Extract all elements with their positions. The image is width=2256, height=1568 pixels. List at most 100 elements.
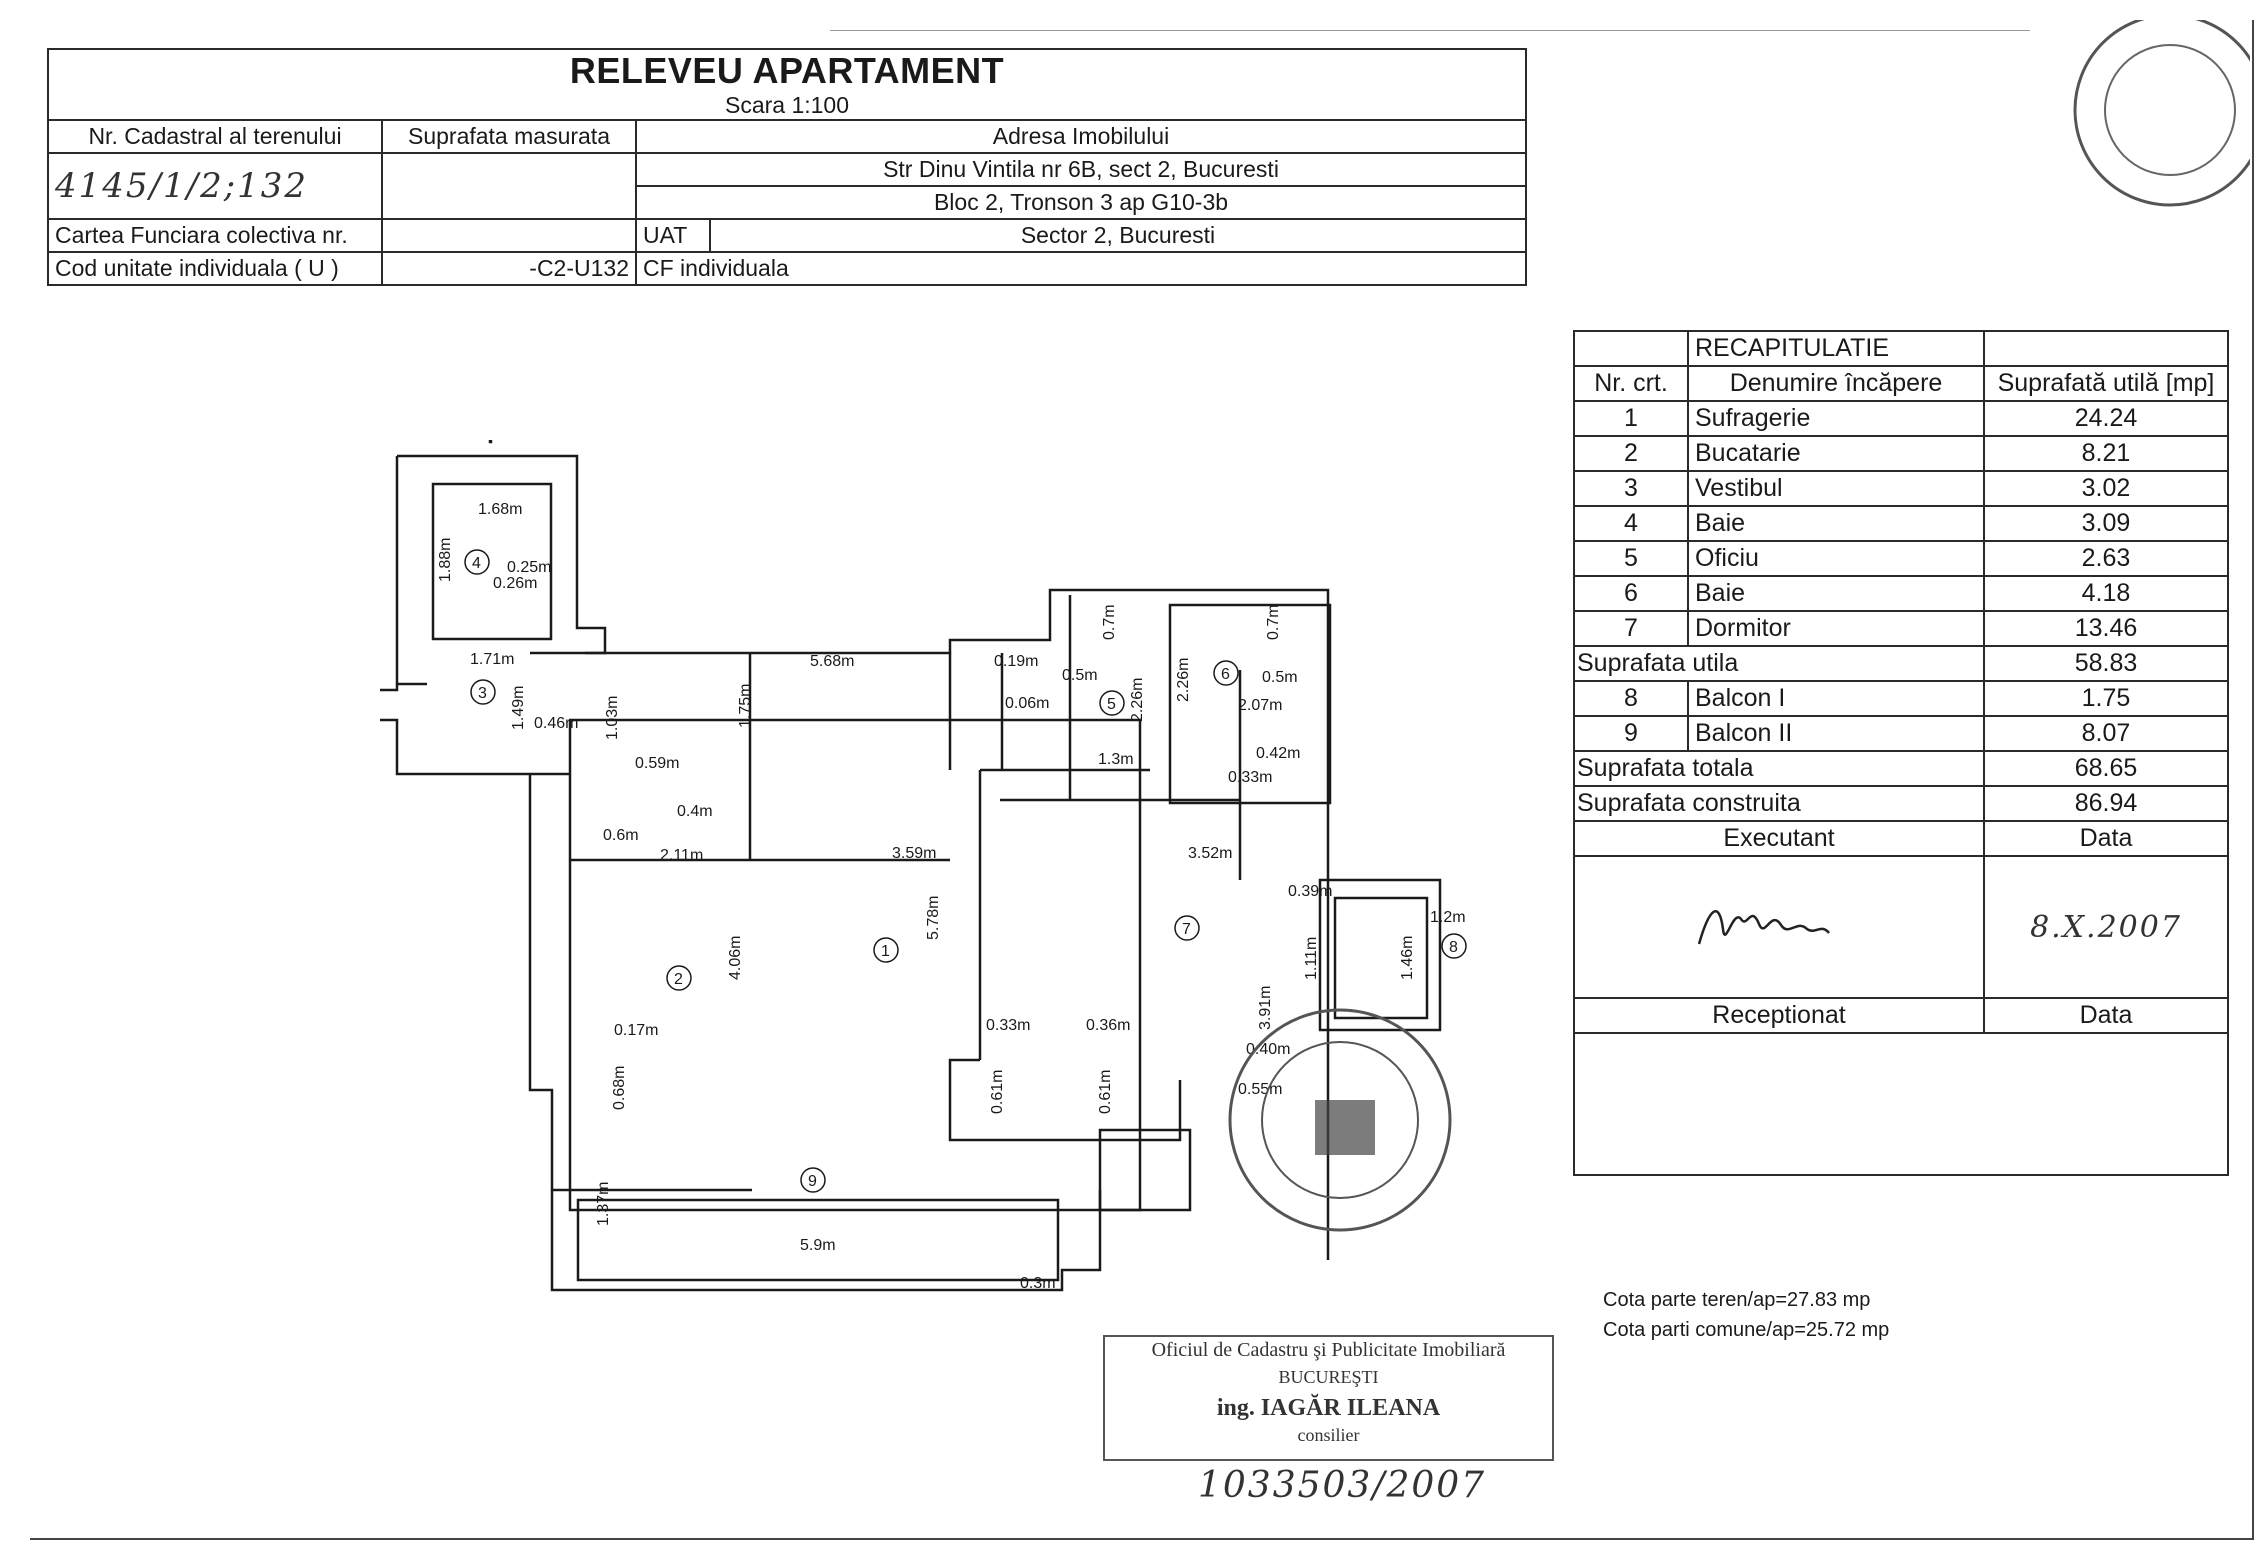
room-area: 24.24 (1983, 400, 2229, 437)
dim-label: 5.78m (925, 896, 942, 940)
room-num-4: 4 (472, 555, 481, 572)
cf-value (381, 218, 637, 253)
room-name: Balcon II (1687, 715, 1985, 752)
room-area: 8.21 (1983, 435, 2229, 472)
data-label-2: Data (1983, 997, 2229, 1034)
receptionat-label: Receptionat (1573, 997, 1985, 1034)
dim-label: 0.3m (1020, 1275, 1056, 1292)
dim-label: 1.46m (1399, 936, 1416, 980)
room-num-5: 5 (1107, 696, 1116, 713)
scale-label: Scara 1:100 (47, 92, 1527, 121)
col-name-header: Denumire încăpere (1687, 365, 1985, 402)
surface-value (381, 152, 637, 220)
dim-label: 1.68m (478, 501, 522, 518)
room-name: Dormitor (1687, 610, 1985, 647)
dim-label: 0.68m (611, 1066, 628, 1110)
uat-label: UAT (635, 218, 711, 253)
room-nr: 2 (1573, 435, 1689, 472)
dim-label: 1.2m (1430, 909, 1466, 926)
dim-label: 4.06m (727, 936, 744, 980)
agency-seal-icon (1228, 1008, 1452, 1232)
cod-label: Cod unitate individuala ( U ) (47, 251, 383, 286)
notary-seal-icon (2073, 20, 2250, 207)
dim-label: 3.52m (1188, 845, 1232, 862)
room-name: Baie (1687, 505, 1985, 542)
dim-label: 3.91m (1257, 986, 1274, 1030)
address-label: Adresa Imobilului (635, 119, 1527, 154)
dim-label: 0.5m (1062, 667, 1098, 684)
frame-top-border (830, 30, 2030, 31)
frame-right-border (2252, 20, 2254, 1540)
room-marker-5 (1099, 690, 1125, 716)
dim-label: 1.3m (1098, 751, 1134, 768)
note-teren: Cota parte teren/ap=27.83 mp (1603, 1289, 1871, 1311)
office-stamp: Oficiul de Cadastru şi Publicitate Imobi… (1103, 1335, 1554, 1461)
dimension-labels: 1.68m 1.88m 0.25m 0.26m 1.71m 1.49m 0.46… (437, 501, 1466, 1292)
useful-value: 58.83 (1983, 645, 2229, 682)
dim-label: 0.7m (1265, 604, 1282, 640)
room-num-1: 1 (881, 943, 890, 960)
room-marker-1 (873, 937, 899, 963)
room-name: Balcon I (1687, 680, 1985, 717)
cod-value: -C2-U132 (381, 251, 637, 286)
address-line1: Str Dinu Vintila nr 6B, sect 2, Bucurest… (635, 152, 1527, 187)
recap-table: RECAPITULATIE Nr. crt. Denumire încăpere… (1573, 330, 2229, 1176)
dim-label: 0.25m (507, 559, 551, 576)
data-label: Data (1983, 820, 2229, 857)
dim-label: 0.46m (534, 715, 578, 732)
room-marker-7 (1174, 915, 1200, 941)
useful-label: Suprafata utila (1573, 645, 1985, 682)
stamp-line3: ing. IAGĂR ILEANA (1216, 1395, 1441, 1421)
note-comune: Cota parti comune/ap=25.72 mp (1603, 1319, 1890, 1341)
room-name: Vestibul (1687, 470, 1985, 507)
room-nr: 3 (1573, 470, 1689, 507)
executant-signature (1573, 855, 1985, 999)
dim-label: 1.11m (1303, 937, 1320, 980)
room-marker-6 (1213, 660, 1239, 686)
dim-label: 0.33m (1228, 769, 1272, 786)
room-nr: 5 (1573, 540, 1689, 577)
address-line2: Bloc 2, Tronson 3 ap G10-3b (635, 185, 1527, 220)
executant-label: Executant (1573, 820, 1985, 857)
dim-label: 0.36m (1086, 1017, 1130, 1034)
dim-label: 0.39m (1288, 883, 1332, 900)
room-nr: 7 (1573, 610, 1689, 647)
signature-icon (1697, 909, 1830, 944)
room-marker-2 (666, 965, 692, 991)
dim-label: 0.40m (1246, 1041, 1290, 1058)
room-name: Sufragerie (1687, 400, 1985, 437)
recap-corner (1573, 330, 1689, 367)
room-num-7: 7 (1182, 921, 1191, 938)
room-num-9: 9 (808, 1173, 817, 1190)
receptionat-blank (1573, 1032, 2229, 1176)
room-area: 4.18 (1983, 575, 2229, 612)
dim-label: 0.42m (1256, 745, 1300, 762)
dim-label: 5.9m (800, 1237, 836, 1254)
total-value: 68.65 (1983, 750, 2229, 787)
cf-label: Cartea Funciara colectiva nr. (47, 218, 383, 253)
executant-date: 8.X.2007 (1983, 855, 2229, 999)
dim-label: 2.26m (1129, 678, 1146, 722)
col-nr-header: Nr. crt. (1573, 365, 1689, 402)
dim-label: 1.88m (437, 538, 454, 582)
room-nr: 1 (1573, 400, 1689, 437)
dim-label: 0.4m (677, 803, 713, 820)
room-marker-4 (464, 549, 490, 575)
cf-individual-label: CF individuala (635, 251, 1527, 286)
room-num-8: 8 (1449, 939, 1458, 956)
room-nr: 8 (1573, 680, 1689, 717)
dim-label: 0.6m (603, 827, 639, 844)
document-title: RELEVEU APARTAMENT (47, 48, 1527, 92)
stamp-line2: BUCUREŞTI (1278, 1367, 1379, 1387)
surface-label: Suprafata masurata (381, 119, 637, 154)
room-nr: 9 (1573, 715, 1689, 752)
room-name: Bucatarie (1687, 435, 1985, 472)
dim-label: 0.26m (493, 575, 537, 592)
room-num-6: 6 (1221, 666, 1230, 683)
